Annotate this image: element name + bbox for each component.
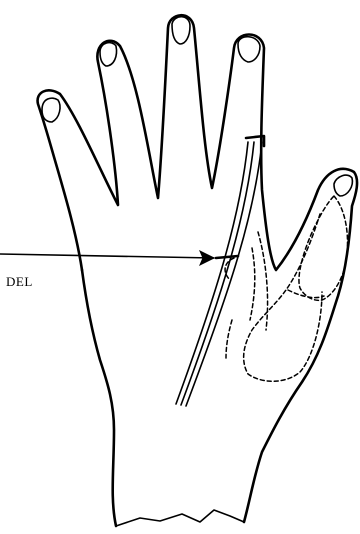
nail-little xyxy=(238,37,260,62)
annotation-label: DEL xyxy=(6,274,33,290)
tendon-line-inner xyxy=(186,142,262,406)
thumb-joint-dashed xyxy=(288,290,324,298)
nail-thumb xyxy=(334,175,352,196)
hand-outline xyxy=(38,15,357,522)
nail-ring xyxy=(172,17,190,44)
nail-middle xyxy=(100,43,117,66)
nail-index xyxy=(42,98,60,122)
wrist-bottom xyxy=(116,510,244,526)
wrist-left-edge xyxy=(82,270,116,526)
pointer-tick xyxy=(216,256,238,258)
radial-dashed xyxy=(258,232,268,330)
arrow-line xyxy=(0,254,214,258)
